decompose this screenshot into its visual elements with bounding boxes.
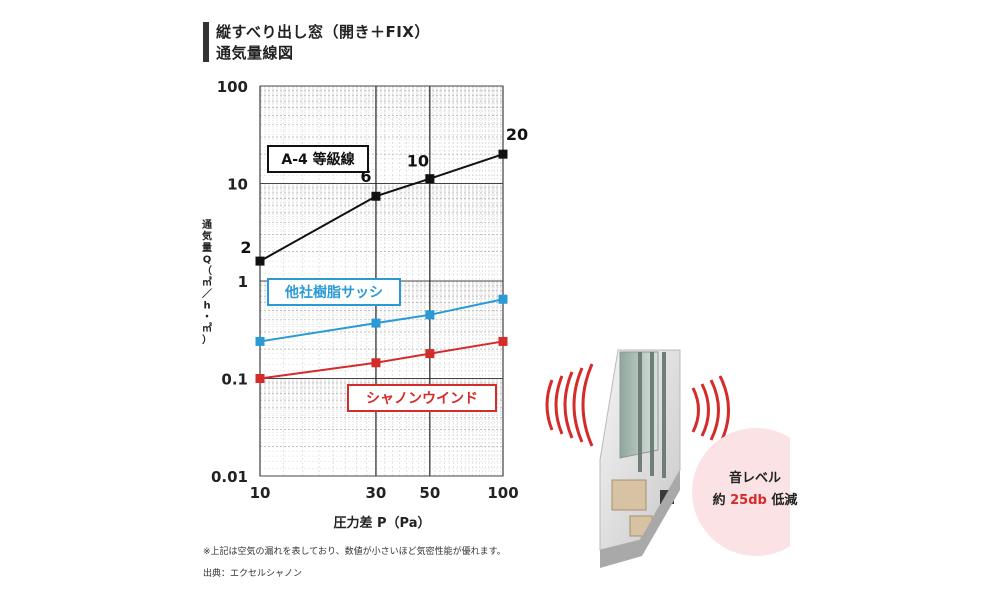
- x-tick-label: 50: [419, 484, 440, 502]
- window-frame-illustration: [545, 349, 790, 568]
- y-axis-label-char: 量: [202, 241, 212, 254]
- data-label: 6: [360, 167, 371, 186]
- y-axis-label-char: ㎥: [202, 276, 212, 289]
- series-point: [498, 294, 508, 304]
- source-note: 出典：エクセルシャノン: [203, 569, 303, 579]
- series-point: [255, 256, 265, 266]
- footnote: ※上記は空気の漏れを表しており、数値が小さいほど気密性能が優れます。: [203, 547, 506, 557]
- y-tick-label: 100: [217, 78, 248, 96]
- series-point: [255, 374, 265, 383]
- badge-prefix: 約: [712, 493, 731, 508]
- y-axis-label-char: h: [203, 301, 210, 312]
- badge-line-2: 約 25db 低減: [700, 490, 810, 512]
- series-point: [255, 336, 265, 346]
- x-tick-label: 10: [250, 484, 271, 502]
- y-axis-label-char: （: [202, 264, 212, 277]
- series-point: [425, 349, 435, 359]
- tick-labels: 0.01 0.1 1 10 100 10 30 50 100: [211, 78, 519, 502]
- legend-box: [347, 384, 497, 412]
- series-point: [498, 336, 508, 346]
- noise-reduction-badge: [692, 428, 790, 556]
- badge-line-1: 音レベル: [728, 471, 781, 486]
- legend-label: A-4 等級線: [281, 151, 354, 168]
- series-point: [425, 174, 435, 184]
- y-axis-label-char: Q: [203, 255, 212, 266]
- legend-label: シャノンウインド: [366, 391, 478, 407]
- title-accent-bar: [203, 22, 209, 62]
- window-frame-section: [599, 349, 681, 568]
- series-point: [371, 191, 381, 201]
- legend-label: 他社樹脂サッシ: [284, 284, 383, 301]
- y-axis-label-char: ／: [202, 287, 212, 300]
- y-axis-label-char: ・: [202, 312, 212, 323]
- chart-title: 縦すべり出し窓（開き＋FIX）: [216, 23, 430, 41]
- series-point: [425, 310, 435, 320]
- series-line: [259, 153, 504, 262]
- series-point: [371, 358, 381, 368]
- x-tick-label: 100: [487, 484, 518, 502]
- badge-highlight: 25db: [730, 493, 767, 508]
- sound-waves-left: [545, 363, 594, 447]
- chart-subtitle: 通気量線図: [216, 44, 294, 62]
- y-tick-label: 10: [227, 176, 248, 194]
- sound-waves-right: [691, 375, 730, 445]
- series-point: [498, 149, 508, 159]
- y-tick-label: 1: [238, 273, 248, 291]
- badge-suffix: 低減: [766, 493, 798, 508]
- y-axis-label-char: 通: [202, 219, 212, 231]
- legend-box: [267, 278, 401, 306]
- legend-box: [267, 145, 369, 173]
- y-tick-label: 0.1: [221, 371, 248, 389]
- series-layer: 2 6 10 20: [240, 125, 528, 383]
- plot-frame: [259, 85, 504, 477]
- data-label: 2: [240, 238, 251, 257]
- data-label: 20: [506, 125, 528, 144]
- series-line: [259, 298, 504, 343]
- series-line: [259, 340, 504, 380]
- x-axis-label: 圧力差 P（Pa）: [333, 515, 430, 531]
- y-axis-label-char: ）: [202, 333, 212, 346]
- axis-labels: 圧力差 P（Pa）: [333, 515, 430, 531]
- y-axis-label-char: ㎡: [202, 322, 212, 335]
- noise-reduction-text: 音レベル 約 25db 低減: [700, 468, 810, 512]
- y-axis-label-char: 気: [201, 230, 212, 243]
- series-point: [371, 318, 381, 328]
- y-tick-label: 0.01: [211, 468, 248, 486]
- data-label: 10: [407, 152, 429, 171]
- x-tick-label: 30: [366, 484, 387, 502]
